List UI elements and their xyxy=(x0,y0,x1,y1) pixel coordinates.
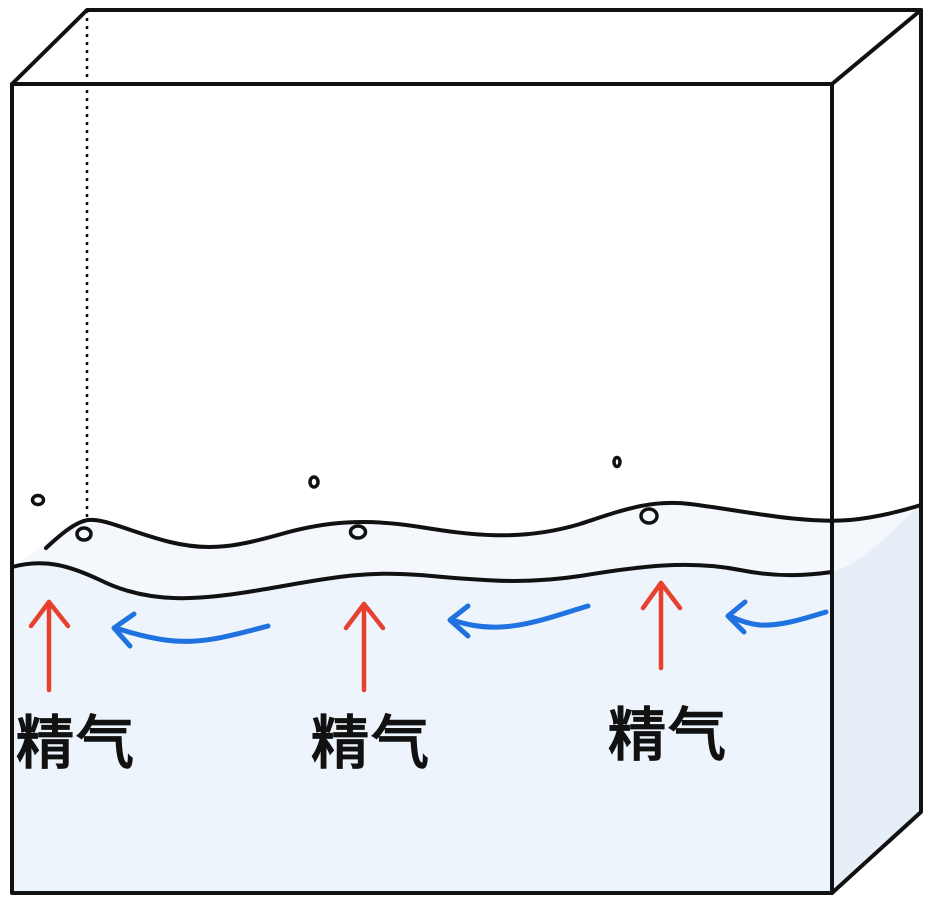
tank-top-edge xyxy=(10,8,923,86)
bubble xyxy=(30,493,46,507)
tank-outline xyxy=(10,8,923,895)
bubble xyxy=(612,455,622,469)
up-arrow-middle xyxy=(343,601,386,693)
water-front-face xyxy=(12,563,832,893)
jingqi-label-left: 精气 xyxy=(16,709,137,777)
flow-arrow-middle xyxy=(447,603,591,639)
up-arrow-left xyxy=(28,599,71,693)
flow-arrow-right xyxy=(725,599,829,635)
water-surface-front-wave xyxy=(10,561,834,601)
bubble xyxy=(75,526,93,542)
bubbles xyxy=(30,455,659,542)
bubble xyxy=(308,475,320,489)
water-surface-back-wave xyxy=(44,500,923,550)
tank-right-edge xyxy=(830,8,923,895)
jingqi-label-middle: 精气 xyxy=(311,709,432,777)
bubble xyxy=(639,507,659,525)
tank-front-edge xyxy=(10,82,834,895)
flow-arrow-left xyxy=(111,611,271,649)
water-top-surface xyxy=(12,503,921,599)
water-side-face xyxy=(832,505,921,893)
bubble xyxy=(348,524,368,540)
jingqi-label-right: 精气 xyxy=(608,701,729,769)
up-arrow-right xyxy=(640,580,683,671)
